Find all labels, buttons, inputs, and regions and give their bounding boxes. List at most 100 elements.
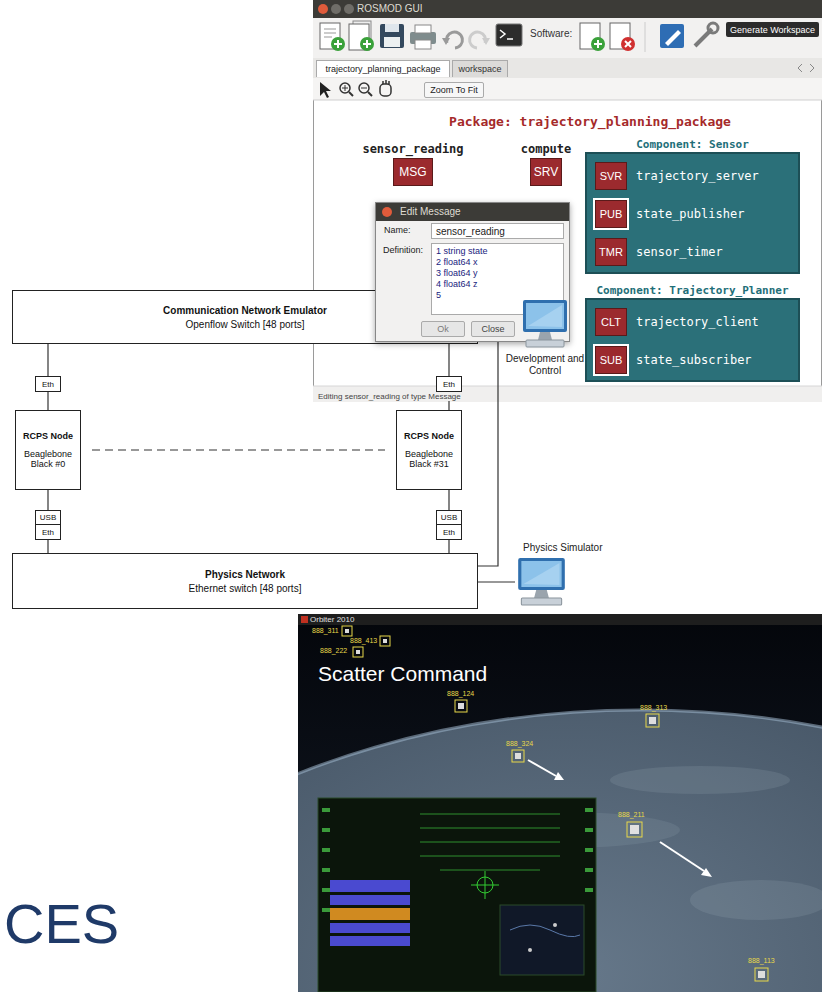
computer-icon — [520, 298, 570, 350]
switch-detail: Ethernet switch [48 ports] — [189, 583, 302, 594]
orbiter-screenshot — [0, 614, 822, 992]
computer: Physics Simulator — [515, 556, 568, 608]
port-name: state_publisher — [636, 207, 744, 221]
link-line — [478, 581, 515, 582]
satellite-label: 888_313 — [640, 704, 667, 711]
switch-box: Physics NetworkEthernet switch [48 ports… — [12, 553, 478, 609]
code-line: 1 string state — [436, 246, 488, 257]
command-caption: Scatter Command — [318, 662, 487, 686]
icon-part — [521, 598, 561, 605]
node-detail: Beaglebone Black #0 — [19, 449, 77, 469]
node-box: RCPS NodeBeaglebone Black #31 — [396, 410, 462, 490]
icon-part — [523, 563, 559, 585]
port-box: Eth — [35, 376, 61, 392]
toolbar-label: Software: — [530, 28, 572, 39]
computer-label: Development and Control — [502, 353, 588, 376]
port-label: Eth — [443, 380, 455, 389]
tab-label: workspace — [458, 64, 501, 74]
port-type: SVR — [600, 170, 623, 182]
block-type: MSG — [399, 165, 426, 179]
switch-title: Physics Network — [205, 569, 285, 580]
field-label: Definition: — [383, 245, 423, 255]
port-box: Eth — [436, 525, 462, 540]
status-text: Editing sensor_reading of type Message — [316, 392, 463, 401]
port-label: Eth — [42, 528, 54, 537]
tooltip: Generate Workspace — [726, 22, 819, 37]
message-block: sensor_readingMSG — [393, 158, 433, 186]
block-name: compute — [521, 142, 572, 156]
link-line — [47, 490, 48, 510]
block-name: sensor_reading — [362, 142, 463, 156]
button-label: Zoom To Fit — [430, 85, 477, 95]
switch-detail: Openflow Switch [48 ports] — [186, 319, 305, 330]
port-type: SUB — [600, 354, 623, 366]
window-title: ROSMOD GUI — [357, 3, 423, 14]
client-port: CLTtrajectory_client — [595, 308, 627, 336]
icon-part — [538, 332, 552, 340]
field-value: sensor_reading — [436, 226, 505, 237]
port-box: Eth — [436, 376, 462, 392]
publisher-port: PUBstate_publisher — [595, 200, 627, 228]
app-window: ROSMOD GUI Generate Workspace trajectory_p… — [313, 0, 822, 402]
link-line — [47, 392, 48, 410]
computer-label: Physics Simulator — [523, 542, 623, 554]
window-title: Orbiter 2010 — [310, 615, 354, 624]
timer-port: TMRsensor_timer — [595, 238, 627, 266]
subscriber-port: SUBstate_subscriber — [595, 346, 627, 374]
tab: workspace — [452, 60, 508, 77]
package-title: Package: trajectory_planning_package — [449, 114, 731, 129]
dialog-button: Close — [471, 321, 515, 337]
port-name: trajectory_server — [636, 169, 759, 183]
zoom-button: Zoom To Fit — [424, 82, 484, 98]
port-type: CLT — [601, 316, 621, 328]
satellite-label: 888_124 — [447, 690, 474, 697]
icon-part — [534, 590, 549, 598]
tab: trajectory_planning_package — [316, 60, 450, 77]
tab-label: trajectory_planning_package — [325, 64, 440, 74]
port-box: Eth — [35, 525, 61, 540]
port-label: Eth — [42, 380, 54, 389]
component-heading: Component: Sensor — [636, 138, 749, 151]
icon-part — [518, 558, 565, 590]
satellite-label: 888_222 — [320, 647, 347, 654]
switch-title: Communication Network Emulator — [163, 305, 327, 316]
component-box: Component: Trajectory_PlannerCLTtrajecto… — [585, 298, 800, 382]
dialog-button: Ok — [421, 321, 465, 337]
node-title: RCPS Node — [23, 431, 73, 441]
field-label: Name: — [384, 225, 411, 235]
port-type: PUB — [600, 208, 623, 220]
link-line — [448, 344, 449, 376]
node-title: RCPS Node — [404, 431, 454, 441]
server-port: SVRtrajectory_server — [595, 162, 627, 190]
link-line — [47, 540, 48, 553]
button-label: Close — [481, 324, 504, 334]
satellite-label: 888_324 — [506, 740, 533, 747]
code-line: 4 float64 z — [436, 279, 478, 290]
computer: Development and Control — [520, 298, 570, 350]
code-line: 5 — [436, 290, 441, 301]
port-label: USB — [40, 513, 56, 522]
satellite-label: 888_413 — [350, 637, 377, 644]
satellite-label: 888_311 — [312, 627, 339, 634]
port-type: TMR — [599, 246, 623, 258]
satellite-label: 888_113 — [748, 957, 775, 964]
rosmod-window-art — [313, 0, 822, 402]
ellipsis-dash — [92, 449, 385, 450]
logo-fragment: CES — [4, 896, 119, 952]
port-name: state_subscriber — [636, 353, 752, 367]
component-heading: Component: Trajectory_Planner — [596, 284, 788, 297]
block-type: SRV — [534, 165, 558, 179]
link-line — [448, 540, 449, 553]
port-box: USB — [35, 510, 61, 525]
dialog-title: Edit Message — [400, 206, 461, 217]
name-field: sensor_reading — [431, 223, 564, 239]
code-line: 3 float64 y — [436, 268, 478, 279]
icon-part — [528, 305, 562, 327]
icon-part — [526, 340, 564, 347]
port-label: Eth — [443, 528, 455, 537]
satellite-label: 888_211 — [618, 811, 645, 818]
port-name: trajectory_client — [636, 315, 759, 329]
link-line — [478, 339, 520, 566]
icon-part — [523, 300, 567, 332]
